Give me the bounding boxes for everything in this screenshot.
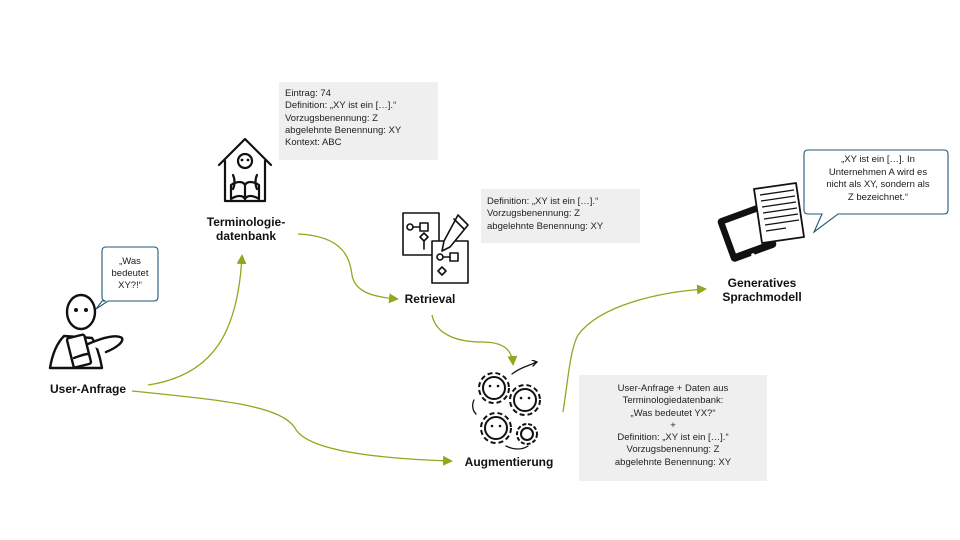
augment-info-box: User-Anfrage + Daten aus Terminologiedat…	[579, 375, 767, 481]
termdb-box-line-2: Definition: „XY ist ein […].“	[285, 100, 397, 112]
retrieval-box-line-2: Vorzugsbenennung: Z	[487, 208, 580, 220]
augment-box-line-1: User-Anfrage + Daten aus	[617, 383, 729, 394]
termdb-box-line-3: Vorzugsbenennung: Z	[285, 112, 378, 124]
augment-box-line-3: „Was bedeutet YX?“	[630, 407, 716, 419]
retrieval-label: Retrieval	[404, 292, 456, 306]
house-with-book-icon	[217, 137, 273, 203]
termdb-label: Terminologie- datenbank	[186, 215, 306, 243]
user-bubble-line-3: XY?!“	[118, 280, 142, 291]
process-documents-icon	[402, 212, 469, 284]
person-with-tablet-icon	[48, 293, 124, 370]
llm-bubble-line-4: Z bezeichnet.“	[847, 191, 909, 203]
tablet-with-document-icon	[717, 182, 805, 262]
termdb-label-line-1: Terminologie-	[206, 215, 286, 229]
user-bubble-text: „Was bedeutet XY?!“	[103, 256, 157, 292]
llm-bubble-text: „XY ist ein […]. In Unternehmen A wird e…	[808, 154, 948, 204]
termdb-box-line-5: Kontext: ABC	[285, 137, 342, 149]
llm-label: Generatives Sprachmodell	[700, 276, 824, 304]
augment-box-line-7: abgelehnte Benennung: XY	[614, 456, 732, 468]
user-bubble-line-2: bedeutet	[111, 268, 149, 279]
llm-speech-bubble	[803, 149, 949, 234]
gears-icon	[472, 360, 541, 450]
termdb-box-line-1: Eintrag: 74	[285, 88, 331, 99]
arrow-user-to-termdb	[147, 254, 247, 386]
arrow-termdb-to-retrieval	[297, 233, 399, 304]
arrow-retrieval-to-augmentierung	[431, 314, 518, 366]
augment-box-line-5: Definition: „XY ist ein […].“	[617, 432, 729, 444]
arrow-user-to-augmentierung	[131, 390, 453, 466]
llm-label-line-2: Sprachmodell	[722, 290, 802, 304]
termdb-info-box: Eintrag: 74 Definition: „XY ist ein […].…	[279, 82, 438, 160]
augment-box-line-2: Terminologiedatenbank:	[622, 395, 724, 407]
termdb-box-line-4: abgelehnte Benennung: XY	[285, 124, 402, 136]
arrow-augmentierung-to-llm	[562, 284, 707, 413]
llm-bubble-line-1: „XY ist ein […]. In	[841, 154, 915, 165]
user-label: User-Anfrage	[49, 382, 127, 396]
user-bubble-line-1: „Was	[119, 256, 141, 267]
augmentierung-label: Augmentierung	[464, 455, 554, 469]
termdb-label-line-2: datenbank	[215, 229, 276, 243]
llm-bubble-line-2: Unternehmen A wird es	[828, 166, 928, 178]
retrieval-info-box: Definition: „XY ist ein […].“ Vorzugsben…	[481, 189, 640, 243]
augment-box-line-6: Vorzugsbenennung: Z	[626, 444, 720, 456]
llm-bubble-line-3: nicht als XY, sondern als	[826, 179, 930, 190]
augment-box-line-4: +	[670, 419, 676, 431]
retrieval-box-line-3: abgelehnte Benennung: XY	[487, 220, 604, 232]
retrieval-box-line-1: Definition: „XY ist ein […].“	[487, 196, 599, 207]
llm-label-line-1: Generatives	[727, 276, 797, 290]
